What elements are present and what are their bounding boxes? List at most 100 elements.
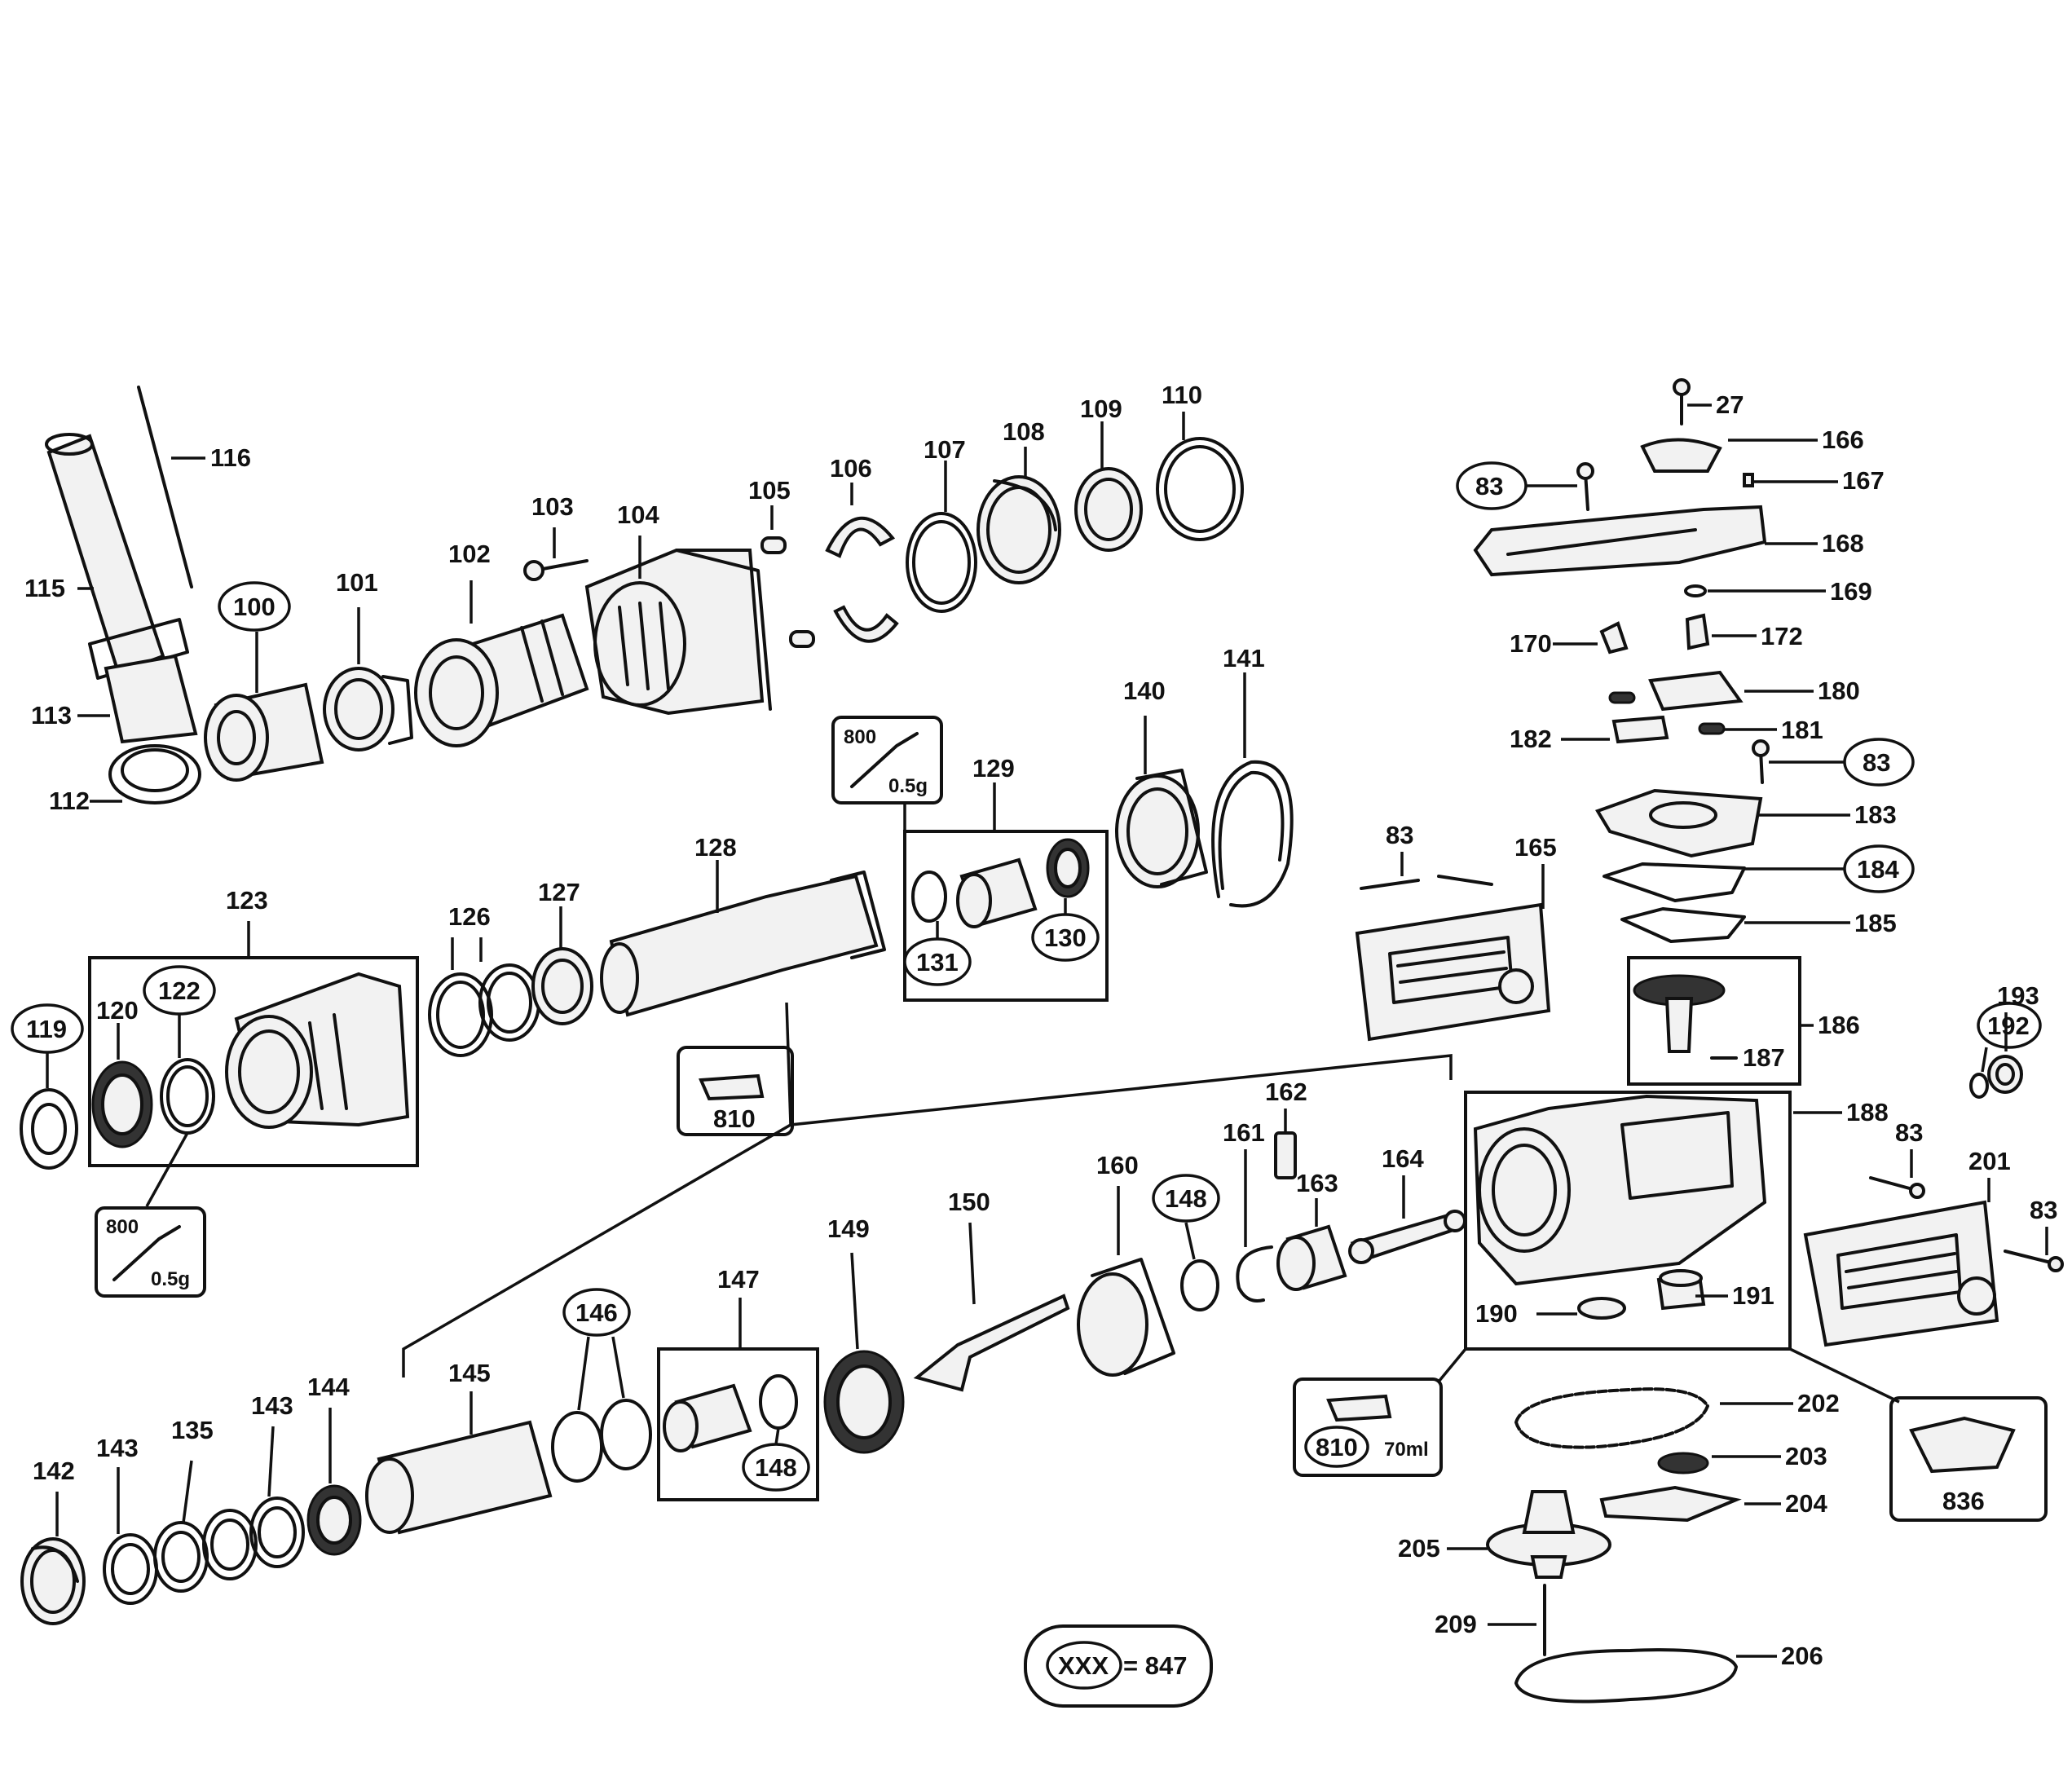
label-181: 181 [1781,716,1823,744]
part-150-connecting-rod [913,1294,1070,1392]
part-110-washer [1156,437,1244,541]
group-box-188 [1464,1091,1792,1351]
part-193-plug [1987,1055,2023,1094]
part-163-piston [1276,1224,1347,1291]
label-120: 120 [96,996,139,1025]
label-146: 146 [575,1298,618,1327]
part-105-pins [760,536,815,648]
grease-callout-2: 800 0.5g [95,1206,206,1298]
part-181-springs [1608,691,1726,735]
label-103: 103 [531,492,574,521]
part-83-screw-e [2004,1250,2064,1272]
part-115-side-handle [45,433,189,680]
part-140-needle-bearing [1115,769,1208,888]
part-164-link [1348,1210,1466,1264]
label-150: 150 [948,1188,990,1216]
label-166: 166 [1822,425,1864,454]
part-83-screws-c [1360,875,1493,890]
svg-text:XXX: XXX [1058,1651,1109,1680]
label-105: 105 [748,476,791,505]
label-83d: 83 [1895,1118,1923,1147]
part-135-washer [153,1521,209,1593]
label-169: 169 [1830,577,1872,606]
label-193: 193 [1997,981,2039,1010]
part-167-spring [1743,473,1754,487]
label-160: 160 [1096,1151,1139,1179]
label-122: 122 [158,976,201,1005]
label-170: 170 [1510,629,1552,658]
label-149: 149 [827,1214,870,1243]
label-126: 126 [448,902,491,931]
label-202: 202 [1797,1389,1840,1417]
label-165: 165 [1514,833,1557,862]
group-box-123 [88,956,419,1167]
part-128-spindle [600,871,886,1017]
label-130: 130 [1044,923,1087,952]
part-116-rod [137,386,193,588]
part-188-gear-housing [1473,1094,1767,1286]
part-192-ring [1969,1073,1989,1099]
label-129: 129 [972,754,1015,782]
label-182: 182 [1510,725,1552,753]
part-184-gasket [1602,862,1746,902]
part-144-bushing [306,1484,362,1556]
grease-callout-1: 800 0.5g [831,716,943,804]
label-205: 205 [1398,1534,1440,1563]
part-106-half-rings [825,516,899,643]
part-129-striker [956,857,1038,928]
svg-text:0.5g: 0.5g [888,775,928,797]
part-83-screw-b [1752,739,1770,784]
label-201: 201 [1968,1147,2011,1175]
part-186-gear-shaft [1633,974,1726,1053]
part-169-washer [1684,584,1707,597]
oil-callout-1: 810 [677,1046,794,1136]
part-143-ring-c [249,1497,305,1568]
part-141-circlip [1211,760,1294,908]
leader-lines [46,403,2048,1658]
label-167: 167 [1842,466,1885,495]
part-142-spring [20,1537,86,1625]
label-209: 209 [1435,1610,1477,1638]
part-183-plate [1595,788,1763,858]
label-164: 164 [1382,1144,1424,1173]
label-110: 110 [1162,381,1202,409]
label-191: 191 [1732,1281,1774,1310]
svg-text:810: 810 [713,1104,756,1133]
part-143-washer-b [202,1509,258,1580]
part-180-selector [1648,670,1744,712]
kit-callout-836: 836 [1889,1396,2048,1522]
label-144: 144 [307,1373,350,1401]
label-180: 180 [1818,677,1860,705]
part-143-washer-a [103,1533,158,1605]
label-108: 108 [1003,417,1045,446]
part-148-o-ring-a [759,1374,798,1430]
label-163: 163 [1296,1169,1338,1197]
svg-text:0.5g: 0.5g [151,1268,190,1290]
label-168: 168 [1822,529,1864,558]
part-203-gear [1657,1452,1709,1474]
part-83-screw-a [1576,462,1594,511]
part-83-screw-d [1869,1176,1925,1199]
label-183: 183 [1854,800,1897,829]
label-148b: 148 [1165,1184,1207,1213]
label-192: 192 [1987,1012,2030,1040]
label-143a: 143 [96,1434,139,1462]
part-204-bracket [1599,1485,1742,1523]
svg-text:800: 800 [106,1216,139,1238]
label-135: 135 [171,1416,214,1444]
part-161-circlip [1236,1245,1273,1303]
part-191-bearing [1656,1269,1706,1311]
label-161: 161 [1223,1118,1265,1147]
label-203: 203 [1785,1442,1827,1470]
circled-labels [11,461,2042,1492]
label-112: 112 [49,787,90,815]
label-109: 109 [1080,395,1122,423]
part-185-gasket [1620,907,1746,943]
part-201-side-cover [1803,1200,1999,1347]
part-101-ring [323,667,413,752]
part-148-o-ring-b [1180,1259,1219,1311]
oil-callout-2: 810 70ml [1293,1377,1443,1477]
label-162: 162 [1265,1078,1307,1106]
label-127: 127 [538,878,580,906]
label-101: 101 [336,568,378,597]
